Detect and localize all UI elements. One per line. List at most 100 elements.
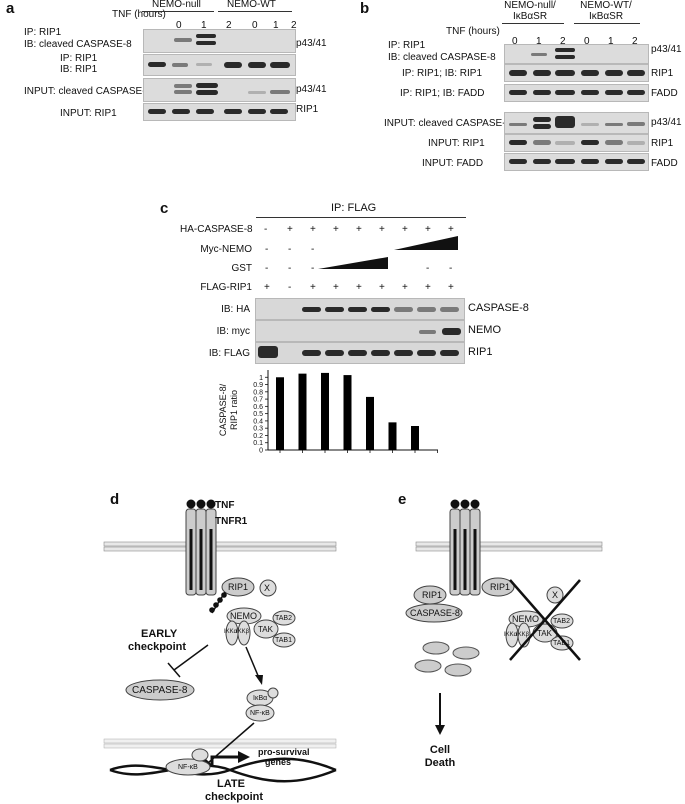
y-tick-label: 1 bbox=[259, 375, 263, 382]
row-label: IP: RIP1 bbox=[24, 27, 62, 38]
panel-a-group2: NEMO-WT bbox=[227, 0, 276, 10]
right-label: FADD bbox=[651, 88, 678, 99]
blot-c-ha bbox=[255, 298, 465, 320]
panel-a-tnf-label: TNF (hours) bbox=[112, 9, 166, 20]
mark: - bbox=[449, 263, 453, 274]
d-nfkb2: NF-κB bbox=[178, 764, 198, 771]
row-label: INPUT: RIP1 bbox=[60, 108, 117, 119]
panel-c-ip-underline bbox=[256, 217, 466, 218]
right-label: RIP1 bbox=[296, 104, 319, 115]
e-ikka: IKKα bbox=[504, 632, 518, 638]
lane-label: 1 bbox=[201, 20, 207, 31]
d-nemo: NEMO bbox=[230, 611, 257, 621]
panel-e-letter: e bbox=[398, 491, 407, 508]
bar bbox=[321, 372, 329, 450]
y-tick-label: 0.5 bbox=[253, 411, 263, 418]
panel-d-diagram bbox=[103, 499, 337, 783]
mark: - bbox=[264, 224, 268, 235]
mark: + bbox=[402, 224, 408, 235]
row-label: GST bbox=[231, 263, 252, 274]
d-tab1: TAB1 bbox=[275, 637, 292, 644]
d-early1: EARLY bbox=[141, 628, 178, 640]
nemo-wedge bbox=[394, 236, 458, 250]
mark: + bbox=[356, 224, 362, 235]
blot-label: IB: FLAG bbox=[208, 348, 250, 359]
d-ikka: IKKα bbox=[224, 629, 238, 635]
lane-label: 0 bbox=[512, 36, 518, 47]
e-death1: Cell bbox=[429, 744, 451, 756]
blot-a-caspase-input bbox=[143, 78, 296, 102]
d-ikba: IκBα bbox=[253, 695, 268, 702]
d-caspase8: CASPASE-8 bbox=[132, 685, 188, 696]
mark: - bbox=[311, 244, 315, 255]
lane-label: 0 bbox=[176, 20, 182, 31]
mark: + bbox=[425, 282, 431, 293]
lane-label: 2 bbox=[632, 36, 638, 47]
e-tab2: TAB2 bbox=[553, 618, 570, 625]
right-label: FADD bbox=[651, 158, 678, 169]
lane-label: 2 bbox=[226, 20, 232, 31]
d-nfkb: NF-κB bbox=[250, 710, 270, 717]
mark: - bbox=[288, 263, 292, 274]
bar bbox=[388, 422, 397, 450]
d-x: X bbox=[264, 583, 271, 593]
lane-label: 2 bbox=[560, 36, 566, 47]
row-label: INPUT: RIP1 bbox=[428, 138, 485, 149]
d-tab2: TAB2 bbox=[275, 615, 292, 622]
row-label: HA-CASPASE-8 bbox=[180, 224, 253, 235]
d-prosurvival1: pro-survival bbox=[258, 747, 310, 757]
y-tick-label: 0.4 bbox=[253, 418, 263, 425]
mark: + bbox=[448, 224, 454, 235]
d-tnf: TNF bbox=[215, 500, 235, 511]
row-label: IP: RIP1; IB: RIP1 bbox=[402, 68, 483, 79]
blot-c-myc bbox=[255, 320, 465, 342]
y-tick-label: 0.9 bbox=[253, 382, 263, 389]
d-late2: checkpoint bbox=[205, 791, 264, 803]
mark: + bbox=[310, 224, 316, 235]
row-label: INPUT: cleaved CASPASE-8 bbox=[384, 118, 512, 129]
bar bbox=[276, 377, 284, 450]
mark: + bbox=[333, 282, 339, 293]
row-label: INPUT: cleaved CASPASE-8 bbox=[24, 86, 152, 97]
right-label: p43/41 bbox=[296, 84, 327, 95]
e-x: X bbox=[552, 590, 559, 600]
y-tick-label: 0 bbox=[259, 448, 263, 455]
lane-label: 0 bbox=[252, 20, 258, 31]
mark: + bbox=[287, 224, 293, 235]
panel-b-underline1 bbox=[502, 23, 564, 24]
panel-b-letter: b bbox=[360, 0, 370, 17]
panel-c-ip-label: IP: FLAG bbox=[331, 202, 377, 214]
d-ikkb: IKKβ bbox=[236, 629, 250, 635]
mark: - bbox=[311, 263, 315, 274]
mark: + bbox=[310, 282, 316, 293]
lane-label: 2 bbox=[291, 20, 297, 31]
mark: - bbox=[288, 244, 292, 255]
mark: + bbox=[264, 282, 270, 293]
right-label: RIP1 bbox=[651, 68, 674, 79]
y-tick-label: 0.8 bbox=[253, 389, 263, 396]
y-axis-label: CASPASE-8/ bbox=[218, 383, 228, 436]
mark: + bbox=[448, 282, 454, 293]
row-label: IB: cleaved CASPASE-8 bbox=[24, 39, 132, 50]
blot-b-caspase-input bbox=[504, 112, 649, 134]
blot-a-caspase-ip bbox=[143, 29, 296, 53]
ratio-bar-chart: CASPASE-8/RIP1 ratio00.10.20.30.40.50.60… bbox=[218, 370, 438, 455]
blot-b-rip1-input bbox=[504, 134, 649, 152]
mark: - bbox=[265, 263, 269, 274]
panel-a-letter: a bbox=[6, 0, 15, 17]
blot-c-flag bbox=[255, 342, 465, 364]
bar bbox=[366, 396, 374, 450]
e-caspase8: CASPASE-8 bbox=[410, 608, 460, 618]
e-rip1b: RIP1 bbox=[490, 582, 511, 592]
right-label: p43/41 bbox=[651, 117, 682, 128]
y-tick-label: 0.1 bbox=[253, 440, 263, 447]
blot-a-rip1-ip bbox=[143, 54, 296, 76]
mark: + bbox=[356, 282, 362, 293]
blot-b-rip1-ip bbox=[504, 64, 649, 82]
blot-b-fadd-ip bbox=[504, 84, 649, 102]
e-death2: Death bbox=[424, 757, 456, 769]
row-label: IP: RIP1 bbox=[388, 40, 426, 51]
lane-label: 0 bbox=[584, 36, 590, 47]
blot-a-rip1-input bbox=[143, 103, 296, 121]
d-rip1: RIP1 bbox=[228, 582, 249, 592]
